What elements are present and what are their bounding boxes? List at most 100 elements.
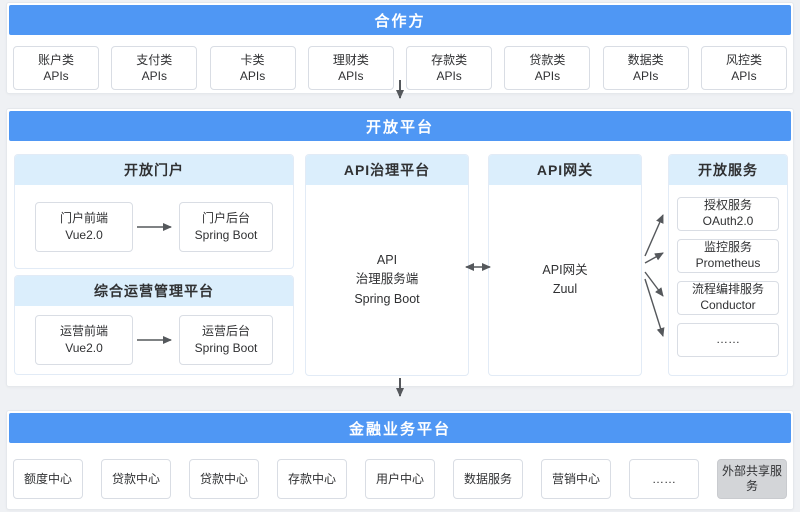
arrow-down-icon: [396, 378, 404, 397]
node-line: API网关: [542, 262, 588, 277]
partner-api-box: 支付类 APIs: [111, 46, 198, 90]
ops-frontend-box: 运营前端 Vue2.0: [35, 315, 133, 365]
api-box-name: 数据类: [627, 52, 664, 67]
node-line: Spring Boot: [354, 291, 420, 306]
portal-frontend-box: 门户前端 Vue2.0: [35, 201, 133, 252]
partners-title-bar: 合作方: [9, 5, 791, 35]
center-label: 额度中心: [23, 471, 72, 486]
open-portal-header: 开放门户: [15, 155, 293, 185]
center-label: 贷款中心: [111, 471, 160, 486]
node-tech: Vue2.0: [65, 227, 103, 242]
center-label: 数据服务: [463, 471, 512, 486]
node-tech: Vue2.0: [65, 341, 103, 355]
service-tech: OAuth2.0: [702, 214, 754, 228]
open-platform-title-bar: 开放平台: [9, 111, 791, 141]
partner-api-box: 卡类 APIs: [209, 46, 296, 90]
open-platform-title: 开放平台: [365, 118, 434, 136]
panel-api-governance: API治理平台 API 治理服务端 Spring Boot: [305, 154, 469, 376]
node-name: 运营后台: [201, 324, 250, 339]
api-box-sub: APIs: [436, 69, 462, 83]
node-tech: Spring Boot: [194, 227, 258, 242]
api-governance-body: API 治理服务端 Spring Boot: [306, 185, 468, 375]
center-label: ……: [652, 471, 676, 486]
service-box-auth: 授权服务 OAuth2.0: [677, 197, 779, 231]
api-box-sub: APIs: [338, 69, 364, 83]
node-tech: Spring Boot: [194, 341, 258, 355]
section-finance-platform: 金融业务平台 额度中心 贷款中心 贷款中心 存款中心 用户中心 数据服务 营销中…: [6, 410, 794, 510]
panel-open-portal: 开放门户 门户前端 Vue2.0 门户后台 Spring Boot: [14, 154, 294, 269]
service-name: ……: [716, 332, 740, 347]
node-name: 运营前端: [59, 324, 108, 339]
center-box-more: ……: [629, 459, 699, 499]
fan-arrows-icon: [644, 214, 665, 337]
section-open-platform: 开放平台 开放门户 门户前端 Vue2.0 门户后台 Spring Boot: [6, 108, 794, 387]
center-box: 营销中心: [541, 459, 611, 499]
service-name: 监控服务: [703, 240, 752, 255]
center-label: 用户中心: [375, 471, 424, 486]
finance-center-row: 额度中心 贷款中心 贷款中心 存款中心 用户中心 数据服务 营销中心 ……: [7, 445, 793, 499]
finance-title: 金融业务平台: [348, 420, 451, 438]
partner-api-box: 账户类 APIs: [13, 46, 99, 90]
center-box: 用户中心: [365, 459, 435, 499]
center-box: 数据服务: [453, 459, 523, 499]
arrow-down-icon: [396, 80, 404, 99]
api-gateway-header: API网关: [489, 155, 641, 185]
service-box-monitoring: 监控服务 Prometheus: [677, 239, 779, 273]
ops-backend-box: 运营后台 Spring Boot: [179, 315, 273, 365]
node-line: API: [376, 252, 398, 267]
center-label: 贷款中心: [199, 471, 248, 486]
api-box-sub: APIs: [534, 69, 561, 83]
api-box-name: 账户类: [37, 52, 74, 67]
partners-title: 合作方: [374, 12, 426, 30]
center-box: 额度中心: [13, 459, 83, 499]
center-box: 存款中心: [277, 459, 347, 499]
center-label: 营销中心: [551, 471, 600, 486]
api-box-name: 卡类: [240, 52, 265, 67]
service-box-more: ……: [677, 323, 779, 357]
finance-title-bar: 金融业务平台: [9, 413, 791, 443]
api-box-sub: APIs: [633, 69, 659, 83]
api-box-name: 贷款类: [529, 52, 566, 67]
open-portal-body: 门户前端 Vue2.0 门户后台 Spring Boot: [15, 185, 293, 268]
open-portal-title: 开放门户: [124, 162, 184, 178]
center-label: 存款中心: [287, 471, 336, 486]
node-line: Zuul: [552, 282, 578, 296]
panel-ops-management: 综合运营管理平台 运营前端 Vue2.0 运营后台 Spring Boot: [14, 275, 294, 375]
api-box-name: 风控类: [725, 52, 762, 67]
center-label: 外部共享服务: [721, 464, 782, 493]
api-governance-title: API治理平台: [343, 162, 431, 178]
api-box-name: 理财类: [332, 52, 369, 67]
node-line: 治理服务端: [355, 272, 419, 287]
open-services-title: 开放服务: [698, 162, 758, 178]
ops-management-title: 综合运营管理平台: [94, 283, 214, 299]
ops-management-header: 综合运营管理平台: [15, 276, 293, 306]
service-name: 授权服务: [703, 198, 752, 213]
service-name: 流程编排服务: [691, 282, 764, 297]
partner-api-box: 理财类 APIs: [307, 46, 394, 90]
service-box-orchestration: 流程编排服务 Conductor: [677, 281, 779, 315]
partner-api-box: 贷款类 APIs: [504, 46, 591, 90]
section-partners: 合作方 账户类 APIs 支付类 APIs 卡类 APIs 理财类 APIs 存…: [6, 2, 794, 94]
arrow-right-icon: [137, 336, 172, 344]
center-box: 贷款中心: [101, 459, 171, 499]
partners-api-row: 账户类 APIs 支付类 APIs 卡类 APIs 理财类 APIs 存款类 A…: [7, 37, 793, 90]
api-gateway-body: API网关 Zuul: [489, 185, 641, 375]
center-box: 贷款中心: [189, 459, 259, 499]
external-shared-service-box: 外部共享服务: [717, 459, 787, 499]
partner-api-box: 风控类 APIs: [700, 46, 787, 90]
panel-api-gateway: API网关 API网关 Zuul: [488, 154, 642, 376]
portal-backend-box: 门户后台 Spring Boot: [179, 201, 273, 252]
service-tech: Prometheus: [695, 256, 761, 270]
api-box-sub: APIs: [239, 69, 266, 83]
arrow-right-icon: [137, 222, 172, 231]
node-name: 门户前端: [59, 210, 108, 225]
api-box-name: 存款类: [431, 52, 468, 67]
api-box-sub: APIs: [731, 69, 757, 83]
api-gateway-title: API网关: [536, 162, 594, 178]
open-services-body: 授权服务 OAuth2.0 监控服务 Prometheus 流程编排服务 Con…: [669, 185, 787, 357]
api-governance-header: API治理平台: [306, 155, 468, 185]
ops-management-body: 运营前端 Vue2.0 运营后台 Spring Boot: [15, 306, 293, 374]
node-name: 门户后台: [201, 210, 250, 225]
service-tech: Conductor: [700, 298, 756, 312]
